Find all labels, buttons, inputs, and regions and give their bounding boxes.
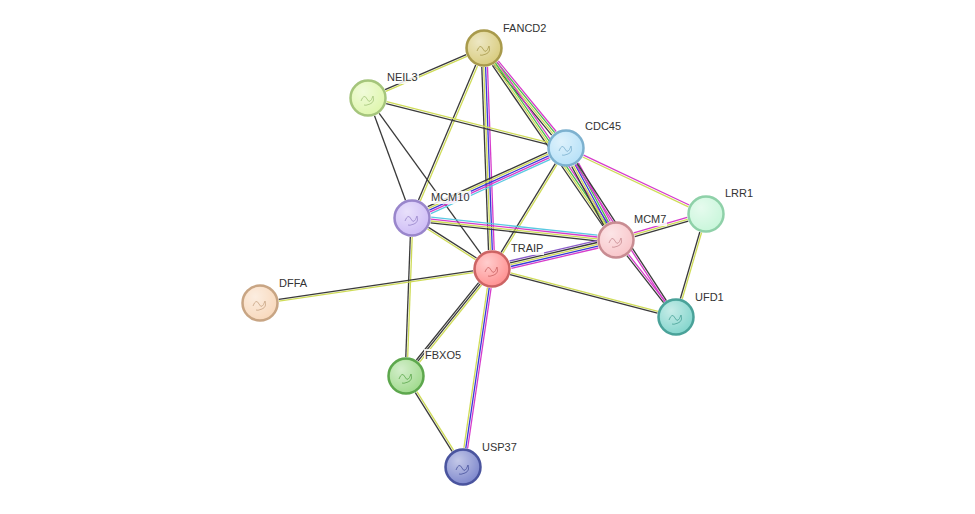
evidence-line bbox=[428, 152, 547, 206]
evidence-line bbox=[379, 113, 481, 253]
evidence-line bbox=[494, 64, 605, 225]
interaction-edge bbox=[492, 62, 607, 226]
protein-node: USP37 bbox=[444, 448, 482, 486]
evidence-line bbox=[680, 232, 699, 299]
interaction-edge bbox=[428, 227, 477, 259]
evidence-line bbox=[501, 164, 555, 253]
node-circle bbox=[473, 250, 511, 288]
interaction-edge bbox=[510, 273, 658, 313]
evidence-line bbox=[419, 285, 481, 362]
interaction-edge bbox=[415, 392, 453, 452]
evidence-line bbox=[492, 65, 603, 226]
node-circle bbox=[393, 199, 431, 237]
evidence-line bbox=[406, 237, 411, 357]
evidence-line bbox=[503, 165, 557, 254]
interaction-edge bbox=[576, 163, 667, 301]
node-label: MCM10 bbox=[430, 191, 471, 204]
evidence-line bbox=[510, 275, 657, 313]
evidence-line bbox=[682, 233, 701, 300]
node-circle bbox=[241, 284, 279, 322]
evidence-line bbox=[429, 154, 548, 208]
evidence-line bbox=[415, 393, 452, 452]
protein-node: CDC45 bbox=[547, 129, 585, 167]
node-label: UFD1 bbox=[694, 291, 725, 304]
evidence-line bbox=[628, 254, 665, 301]
evidence-line bbox=[575, 165, 607, 224]
evidence-line bbox=[431, 219, 597, 237]
node-label: CDC45 bbox=[584, 120, 622, 133]
interaction-edge bbox=[416, 283, 481, 363]
evidence-line bbox=[573, 166, 605, 225]
interaction-edge bbox=[279, 271, 474, 301]
evidence-line bbox=[510, 243, 597, 263]
node-circle bbox=[597, 221, 635, 259]
evidence-line bbox=[511, 273, 658, 311]
interaction-edge bbox=[494, 61, 556, 135]
evidence-line bbox=[417, 392, 454, 451]
node-label: DFFA bbox=[278, 277, 308, 290]
node-label: FANCD2 bbox=[502, 22, 547, 35]
node-label: FBXO5 bbox=[424, 349, 462, 362]
protein-node: MCM7 bbox=[597, 221, 635, 259]
evidence-line bbox=[279, 271, 473, 300]
node-circle bbox=[444, 448, 482, 486]
node-circle bbox=[657, 298, 695, 336]
evidence-line bbox=[495, 63, 553, 134]
evidence-line bbox=[386, 104, 547, 145]
evidence-line bbox=[577, 163, 666, 300]
evidence-line bbox=[627, 256, 664, 303]
interaction-edge bbox=[464, 288, 491, 449]
protein-node: LRR1 bbox=[687, 195, 725, 233]
interaction-edge bbox=[572, 163, 611, 225]
interaction-edge bbox=[379, 113, 481, 253]
node-circle bbox=[387, 357, 425, 395]
node-circle bbox=[687, 195, 725, 233]
evidence-line bbox=[466, 288, 489, 448]
evidence-line bbox=[386, 56, 467, 91]
protein-node: UFD1 bbox=[657, 298, 695, 336]
evidence-line bbox=[420, 66, 477, 201]
node-label: TRAIP bbox=[510, 242, 544, 255]
protein-node: NEIL3 bbox=[349, 79, 387, 117]
node-label: MCM7 bbox=[633, 213, 667, 226]
evidence-line bbox=[464, 288, 488, 448]
node-circle bbox=[465, 29, 503, 67]
interaction-edge bbox=[385, 55, 467, 92]
protein-node: MCM10 bbox=[393, 199, 431, 237]
evidence-line bbox=[429, 156, 548, 210]
evidence-line bbox=[418, 284, 480, 361]
interaction-edge bbox=[510, 241, 599, 269]
evidence-line bbox=[497, 62, 555, 133]
node-circle bbox=[349, 79, 387, 117]
evidence-line bbox=[430, 158, 549, 212]
evidence-line bbox=[385, 55, 466, 90]
evidence-line bbox=[468, 288, 492, 448]
node-label: NEIL3 bbox=[386, 71, 419, 84]
evidence-line bbox=[279, 273, 473, 302]
evidence-line bbox=[498, 61, 556, 132]
evidence-line bbox=[429, 227, 477, 258]
interaction-edge bbox=[431, 217, 598, 241]
evidence-line bbox=[431, 223, 597, 241]
interaction-edge bbox=[501, 164, 557, 254]
interaction-edge bbox=[680, 232, 701, 299]
evidence-line bbox=[576, 164, 665, 301]
evidence-line bbox=[428, 229, 476, 260]
node-label: LRR1 bbox=[724, 187, 754, 200]
node-circle bbox=[547, 129, 585, 167]
protein-node: FANCD2 bbox=[465, 29, 503, 67]
evidence-line bbox=[510, 241, 597, 261]
protein-node: TRAIP bbox=[473, 250, 511, 288]
evidence-line bbox=[387, 102, 548, 143]
interaction-edge bbox=[406, 237, 412, 357]
protein-node: DFFA bbox=[241, 284, 279, 322]
interaction-edge bbox=[386, 102, 548, 145]
interaction-edge bbox=[627, 254, 665, 302]
node-label: USP37 bbox=[481, 441, 518, 454]
evidence-line bbox=[431, 221, 597, 239]
protein-node: FBXO5 bbox=[387, 357, 425, 395]
